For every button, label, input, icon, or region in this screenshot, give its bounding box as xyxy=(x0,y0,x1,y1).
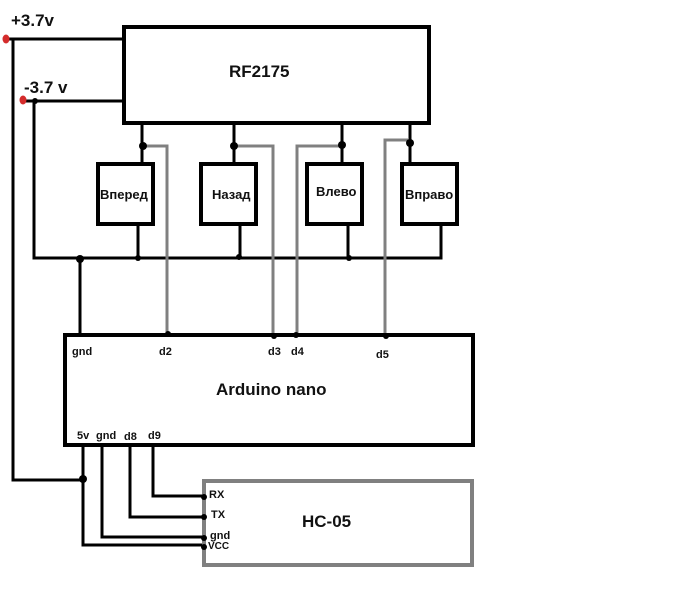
signal-d4-wire xyxy=(295,144,340,335)
junction-dot xyxy=(293,332,299,338)
junction-dot xyxy=(135,255,141,261)
button-back-box xyxy=(199,162,258,226)
hc05-pin-gnd: gnd xyxy=(210,530,231,542)
button-forward-box xyxy=(96,162,155,226)
junction-dot xyxy=(201,494,207,500)
arduino-label: Arduino nano xyxy=(216,380,327,399)
arduino-pin-d4: d4 xyxy=(291,346,304,358)
junction-dot xyxy=(406,139,414,147)
junction-dot xyxy=(139,142,147,150)
hc05-label: HC-05 xyxy=(302,512,352,531)
hc05-pin-rx: RX xyxy=(209,489,225,501)
junction-dot xyxy=(230,142,238,150)
junction-dot xyxy=(271,333,277,339)
junction-dot xyxy=(165,331,171,337)
junction-dot xyxy=(346,255,352,261)
junction-dot xyxy=(236,254,242,260)
junction-dot xyxy=(338,141,346,149)
junction-dot xyxy=(79,475,87,483)
gnd-wire xyxy=(100,443,207,539)
arduino-pin-d9: d9 xyxy=(148,430,161,442)
junction-dot xyxy=(383,333,389,339)
junction-dot xyxy=(201,514,207,520)
arduino-pin-d3: d3 xyxy=(268,346,281,358)
hc05-pin-vcc: VCC xyxy=(208,541,230,552)
tx-wire xyxy=(128,443,207,519)
arduino-pin-gnd-bottom: gnd xyxy=(96,430,117,442)
signal-d3-wire xyxy=(236,144,275,335)
hc05-box xyxy=(202,479,474,567)
rx-wire xyxy=(151,443,207,498)
button-right-box xyxy=(400,162,459,226)
arduino-box xyxy=(63,333,475,447)
junction-dot xyxy=(201,544,207,550)
button-back-label: Назад xyxy=(212,187,251,202)
hc05-pin-tx: TX xyxy=(211,509,226,521)
rf-module-box xyxy=(122,25,431,125)
rf-module-label: RF2175 xyxy=(229,62,290,81)
negative-terminal-icon xyxy=(19,95,27,105)
arduino-pin-d8: d8 xyxy=(124,431,137,443)
button-forward-label: Вперед xyxy=(100,187,148,202)
button-left-label: Влево xyxy=(316,184,357,199)
arduino-pin-5v: 5v xyxy=(77,430,90,442)
positive-voltage-label: +3.7v xyxy=(11,11,55,30)
button-right-label: Вправо xyxy=(405,187,454,202)
junction-dot xyxy=(32,98,38,104)
button-left-box xyxy=(305,162,364,226)
junction-dot xyxy=(201,535,207,541)
junction-dot xyxy=(76,255,84,263)
negative-voltage-label: -3.7 v xyxy=(24,78,68,97)
arduino-pin-d5: d5 xyxy=(376,349,389,361)
arduino-pin-d2: d2 xyxy=(159,346,172,358)
signal-d2-wire xyxy=(144,144,169,335)
signal-d5-wire xyxy=(383,138,408,335)
positive-terminal-icon xyxy=(2,34,10,44)
arduino-pin-gnd-top: gnd xyxy=(72,346,93,358)
